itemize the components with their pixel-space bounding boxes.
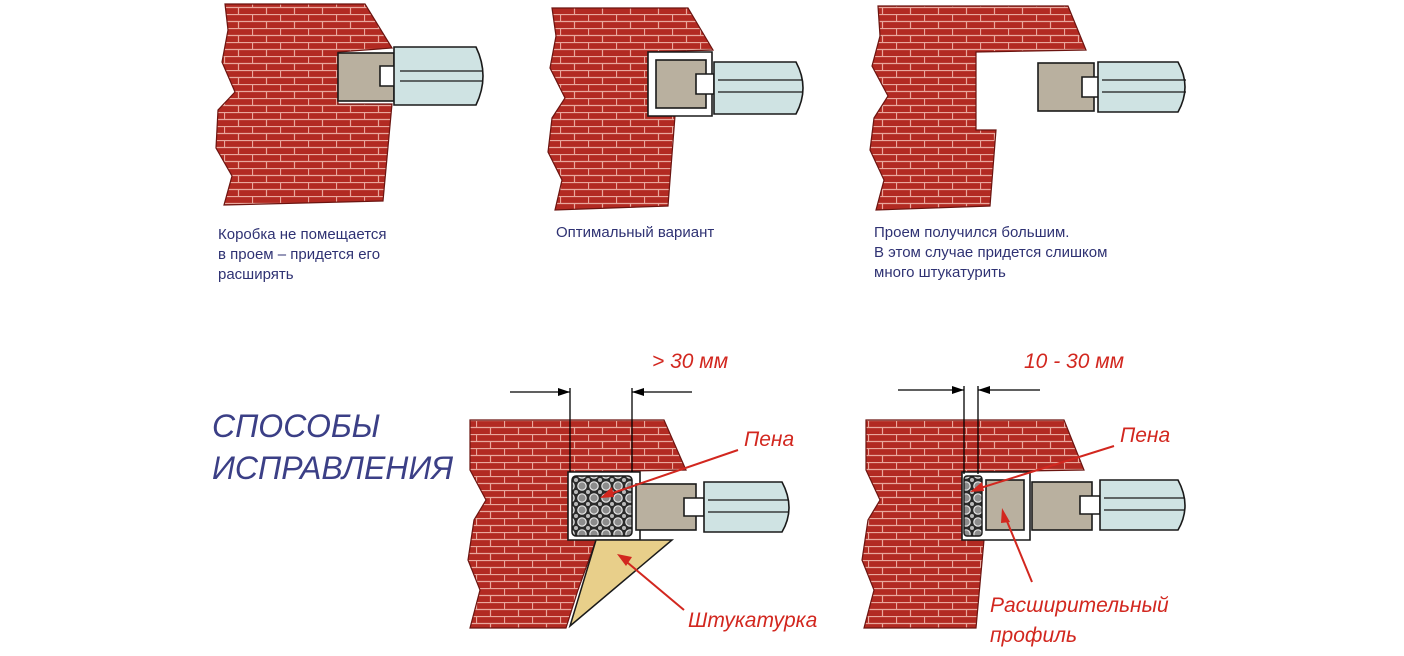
- door-leaf: [1099, 479, 1186, 531]
- dimension-label: > 30 мм: [652, 350, 728, 373]
- label-plaster: Штукатурка: [688, 609, 817, 632]
- door-leaf: [703, 481, 790, 533]
- foam-fill: [571, 475, 633, 537]
- panel-optimal: Оптимальный вариант: [547, 7, 804, 241]
- dimension-label: 10 - 30 мм: [1024, 350, 1124, 373]
- fix-foam-profile: 10 - 30 мм Пена Расширительный профиль: [861, 350, 1186, 647]
- caption-2: Оптимальный вариант: [556, 224, 714, 241]
- label-foam: Пена: [744, 428, 794, 451]
- door-leaf: [713, 61, 804, 115]
- label-profile: Расширительный профиль: [990, 594, 1175, 647]
- brick-wall: [547, 7, 715, 211]
- panel-opening-too-big: Проем получился большим. В этом случае п…: [869, 5, 1186, 281]
- panel-box-too-big: Коробка не помещается в проем – придется…: [215, 3, 484, 283]
- label-foam: Пена: [1120, 424, 1170, 447]
- plaster-fill: [568, 539, 675, 629]
- brick-wall: [869, 5, 1087, 211]
- caption-1: Коробка не помещается в проем – придется…: [218, 226, 391, 283]
- brick-wall: [467, 419, 687, 629]
- expansion-profile: [985, 479, 1025, 531]
- section-heading: СПОСОБЫ ИСПРАВЛЕНИЯ: [212, 408, 453, 486]
- caption-3: Проем получился большим. В этом случае п…: [874, 224, 1112, 281]
- door-leaf: [393, 46, 484, 106]
- fix-foam-plaster: > 30 мм Пена Штукатурка: [467, 350, 817, 632]
- brick-wall: [861, 419, 1085, 629]
- brick-wall: [215, 3, 394, 206]
- door-leaf: [1097, 61, 1186, 113]
